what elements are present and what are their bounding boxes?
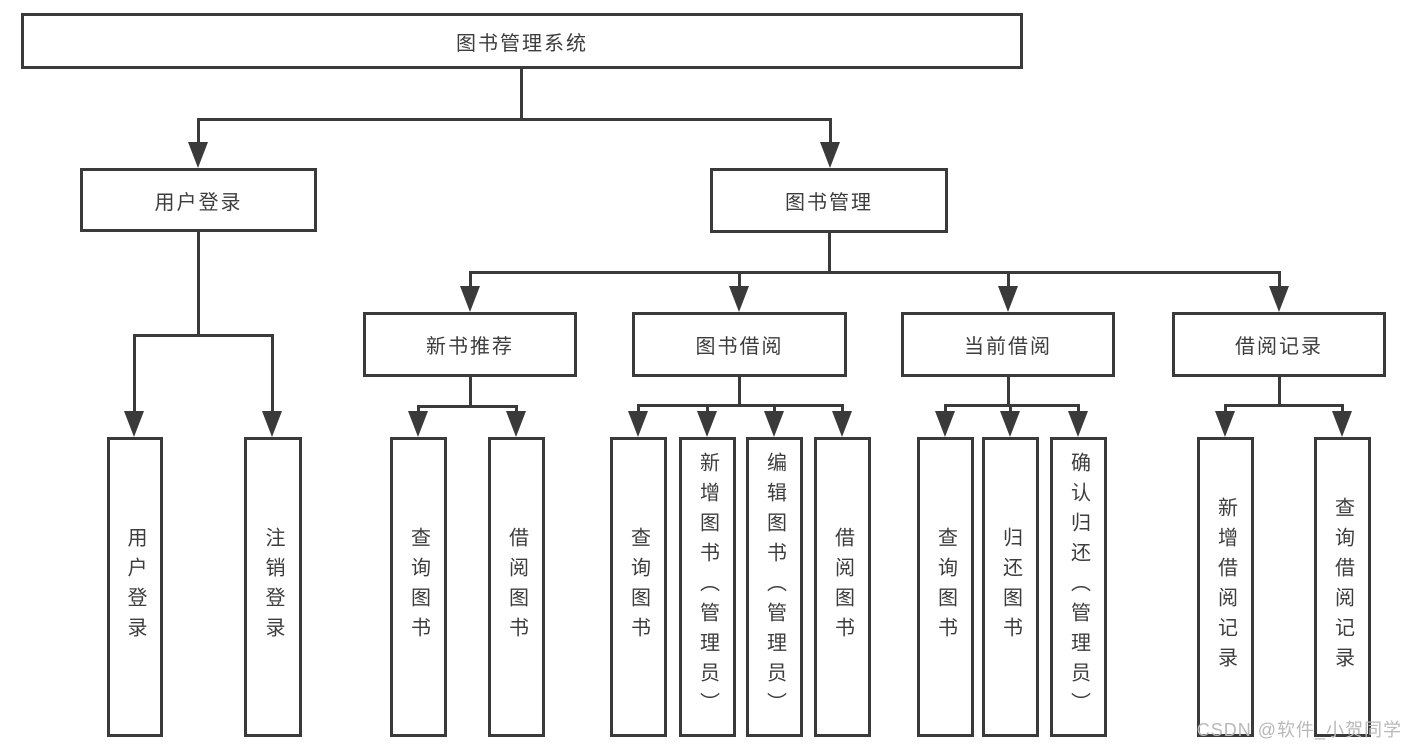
- leaf-query-books-recommend-label: 查询图书: [407, 527, 430, 647]
- connector-line: [515, 405, 518, 415]
- connector-line: [829, 118, 832, 146]
- leaf-borrow-books-recommend: 借阅图书: [488, 437, 545, 737]
- node-book-management: 图书管理: [710, 168, 948, 233]
- connector-line: [133, 334, 136, 414]
- connector-line: [197, 118, 832, 121]
- connector-line: [417, 405, 420, 415]
- connector-line: [1077, 404, 1080, 415]
- connector-line: [469, 271, 472, 289]
- leaf-borrow-books-borrow-label: 借阅图书: [831, 527, 854, 647]
- arrow-down-icon: [729, 286, 749, 312]
- arrow-down-icon: [764, 411, 784, 437]
- leaf-add-book-admin-label: 新增图书（管理员）: [696, 452, 719, 722]
- leaf-query-books-borrow: 查询图书: [610, 437, 667, 737]
- connector-line: [1224, 404, 1227, 415]
- leaf-logout-label: 注销登录: [262, 527, 284, 647]
- connector-line: [271, 334, 274, 414]
- connector-line: [1224, 404, 1343, 407]
- leaf-query-books-recommend: 查询图书: [390, 437, 447, 737]
- node-current-borrow-label: 当前借阅: [964, 336, 1052, 358]
- leaf-edit-book-admin-label: 编辑图书（管理员）: [763, 452, 786, 722]
- arrow-down-icon: [124, 411, 144, 437]
- node-current-borrow: 当前借阅: [901, 312, 1115, 377]
- arrow-down-icon: [506, 411, 526, 437]
- arrow-down-icon: [1332, 411, 1352, 437]
- arrow-down-icon: [1000, 411, 1020, 437]
- node-user-login: 用户登录: [80, 168, 317, 232]
- node-user-login-label: 用户登录: [154, 191, 243, 214]
- arrow-down-icon: [188, 142, 208, 168]
- connector-line: [520, 69, 523, 120]
- node-book-borrow-label: 图书借阅: [695, 336, 784, 358]
- connector-line: [1341, 404, 1344, 415]
- node-borrow-records-label: 借阅记录: [1235, 336, 1323, 358]
- connector-line: [738, 271, 741, 289]
- leaf-add-book-admin: 新增图书（管理员）: [679, 437, 736, 737]
- leaf-logout: 注销登录: [244, 437, 302, 737]
- connector-line: [469, 271, 1280, 274]
- connector-line: [1278, 377, 1281, 407]
- leaf-confirm-return-admin-label: 确认归还（管理员）: [1067, 452, 1090, 722]
- arrow-down-icon: [460, 286, 480, 312]
- connector-line: [773, 404, 776, 415]
- node-new-book-recommend-label: 新书推荐: [426, 336, 514, 358]
- leaf-query-books-current-label: 查询图书: [934, 527, 957, 647]
- connector-line: [197, 232, 200, 337]
- connector-line: [706, 404, 709, 415]
- arrow-down-icon: [262, 411, 282, 437]
- leaf-query-books-borrow-label: 查询图书: [627, 527, 650, 647]
- connector-line: [637, 404, 842, 407]
- leaf-borrow-books-recommend-label: 借阅图书: [505, 527, 528, 647]
- leaf-add-borrow-record-label: 新增借阅记录: [1214, 497, 1237, 677]
- node-new-book-recommend: 新书推荐: [363, 312, 577, 377]
- arrow-down-icon: [820, 142, 840, 168]
- node-root: 图书管理系统: [21, 13, 1023, 69]
- connector-line: [1278, 271, 1281, 289]
- leaf-edit-book-admin: 编辑图书（管理员）: [746, 437, 803, 737]
- leaf-query-borrow-record: 查询借阅记录: [1314, 437, 1371, 737]
- connector-line: [828, 233, 831, 274]
- leaf-user-login-label: 用户登录: [124, 527, 146, 647]
- connector-line: [417, 405, 517, 408]
- csdn-watermark: CSDN @软件_小贺同学: [1196, 720, 1402, 740]
- leaf-query-borrow-record-label: 查询借阅记录: [1331, 497, 1354, 677]
- connector-line: [469, 377, 472, 408]
- node-root-label: 图书管理系统: [456, 32, 588, 55]
- arrow-down-icon: [935, 411, 955, 437]
- arrow-down-icon: [408, 411, 428, 437]
- arrow-down-icon: [998, 286, 1018, 312]
- leaf-return-books-label: 归还图书: [999, 527, 1022, 647]
- leaf-user-login: 用户登录: [107, 437, 163, 737]
- leaf-confirm-return-admin: 确认归还（管理员）: [1050, 437, 1107, 737]
- leaf-return-books: 归还图书: [982, 437, 1039, 737]
- connector-line: [1009, 404, 1012, 415]
- arrow-down-icon: [697, 411, 717, 437]
- connector-line: [738, 377, 741, 407]
- arrow-down-icon: [1215, 411, 1235, 437]
- connector-line: [944, 404, 947, 415]
- connector-line: [133, 334, 274, 337]
- leaf-query-books-current: 查询图书: [917, 437, 974, 737]
- node-borrow-records: 借阅记录: [1172, 312, 1386, 377]
- node-book-management-label: 图书管理: [785, 192, 873, 214]
- connector-line: [1007, 377, 1010, 407]
- connector-line: [1007, 271, 1010, 289]
- arrow-down-icon: [1269, 286, 1289, 312]
- connector-line: [841, 404, 844, 415]
- leaf-add-borrow-record: 新增借阅记录: [1197, 437, 1254, 737]
- leaf-borrow-books-borrow: 借阅图书: [814, 437, 871, 737]
- connector-line: [197, 118, 200, 146]
- connector-line: [637, 404, 640, 415]
- arrow-down-icon: [628, 411, 648, 437]
- arrow-down-icon: [1068, 411, 1088, 437]
- node-book-borrow: 图书借阅: [632, 312, 847, 377]
- arrow-down-icon: [832, 411, 852, 437]
